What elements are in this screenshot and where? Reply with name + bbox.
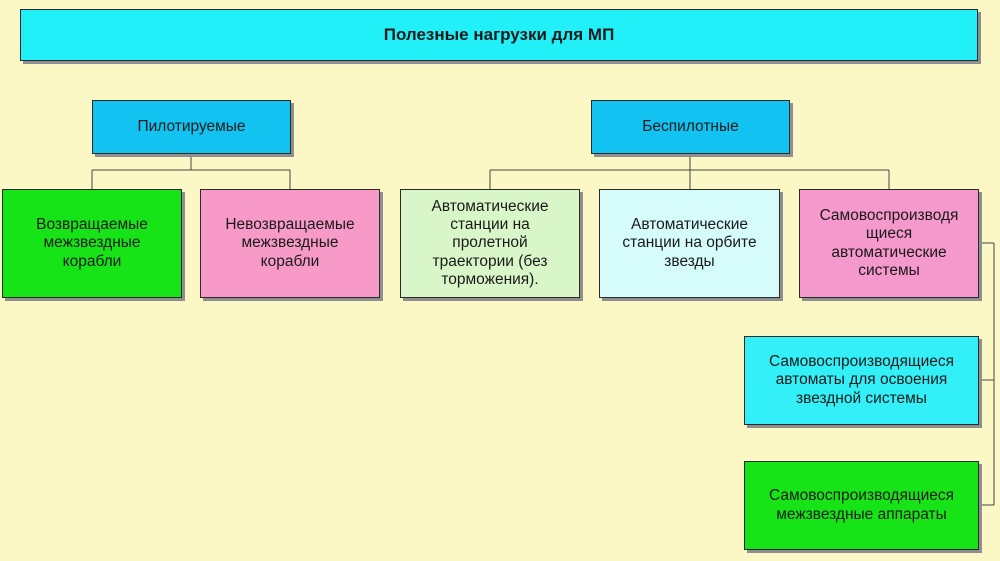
diagram-title: Полезные нагрузки для МП (20, 9, 978, 61)
node-self-replicating-automata: Самовоспроизводящиеся автоматы для освое… (744, 336, 979, 425)
node-self-replicating-probes: Самовоспроизводящиеся межзвездные аппара… (744, 461, 979, 550)
node-nonreturnable-ships: Невозвращаемые межзвездные корабли (200, 189, 380, 298)
category-unmanned: Беспилотные (591, 100, 790, 154)
node-returnable-ships: Возвращаемые межзвездные корабли (2, 189, 182, 298)
node-self-replicating-systems: Самовоспроизводя щиеся автоматические си… (799, 189, 979, 298)
node-orbit-stations: Автоматические станции на орбите звезды (599, 189, 780, 298)
category-manned: Пилотируемые (92, 100, 291, 154)
node-flyby-stations: Автоматические станции на пролетной трае… (400, 189, 580, 298)
